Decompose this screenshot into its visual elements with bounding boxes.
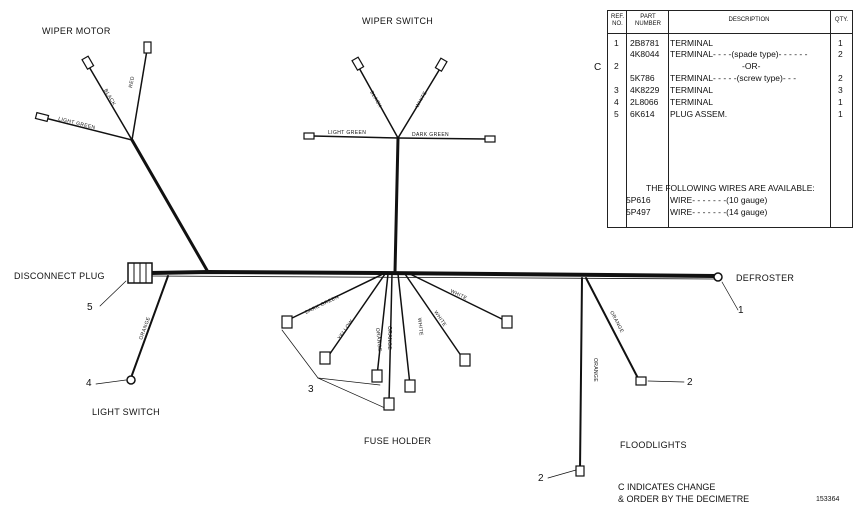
callout-2-bottom: 2: [538, 473, 544, 484]
figure-id: 153364: [816, 496, 840, 503]
label-floodlights: FLOODLIGHTS: [620, 440, 687, 450]
wire-label-black-switch: BLACK: [368, 90, 383, 109]
change-marker: C: [594, 62, 602, 73]
row7-qty: 1: [838, 109, 843, 119]
row4-qty: 2: [838, 73, 843, 83]
row4-desc: TERMINAL- - - - -(screw type)- - -: [670, 73, 797, 83]
wire-label-white-fuse1: WHITE: [416, 318, 424, 337]
callout-1: 1: [738, 305, 744, 316]
header-description: DESCRIPTION: [728, 17, 770, 23]
wiper-motor-branch: [130, 138, 210, 274]
row1-qty: 1: [838, 38, 843, 48]
row1-desc: TERMINAL: [670, 38, 713, 48]
row2-part: 4K8044: [630, 49, 660, 59]
wiper-switch-branch: [393, 136, 400, 274]
row6-qty: 1: [838, 97, 843, 107]
wire-label-black-motor: BLACK: [102, 88, 117, 107]
row4-part: 5K786: [630, 73, 655, 83]
label-defroster: DEFROSTER: [736, 273, 795, 283]
header-qty: QTY.: [834, 17, 849, 23]
row5-desc: TERMINAL: [670, 85, 713, 95]
wire-label-white-fuse3: WHITE: [449, 288, 468, 301]
wire-label-yellow: YELLOW: [337, 319, 355, 341]
label-light-switch: LIGHT SWITCH: [92, 407, 160, 417]
wire-label-orange-light: ORANGE: [138, 316, 152, 341]
row7-desc: PLUG ASSEM.: [670, 109, 728, 119]
wire-label-dark-green-fuse: DARK GREEN: [304, 294, 340, 316]
row2-desc: TERMINAL- - - -(spade type)- - - - - -: [670, 49, 808, 59]
label-disconnect-plug: DISCONNECT PLUG: [14, 271, 105, 281]
callout-3: 3: [308, 384, 314, 395]
header-ref-no: REF. NO.: [610, 14, 624, 27]
change-note-line2: & ORDER BY THE DECIMETRE: [618, 494, 750, 504]
row2-qty: 2: [838, 49, 843, 59]
floodlight-branch: [579, 277, 583, 471]
wire-label-orange-flood2: ORANGE: [608, 310, 625, 334]
label-wiper-motor: WIPER MOTOR: [42, 26, 111, 36]
row3-ref: 2: [614, 61, 619, 71]
row7-ref: 5: [614, 109, 619, 119]
wire-label-orange-fuse1: ORANGE: [374, 328, 383, 353]
main-trunk: [148, 269, 717, 278]
wire2-part: 5P497: [626, 207, 651, 217]
row1-ref: 1: [614, 38, 619, 48]
label-fuse-holder: FUSE HOLDER: [364, 436, 432, 446]
wire1-part: 5P616: [626, 195, 651, 205]
label-wiper-switch: WIPER SWITCH: [362, 16, 434, 26]
row5-ref: 3: [614, 85, 619, 95]
row5-qty: 3: [838, 85, 843, 95]
change-note-line1: C INDICATES CHANGE: [618, 482, 716, 492]
row6-ref: 4: [614, 97, 619, 107]
wire1-desc: WIRE- - - - - - -(10 gauge): [670, 195, 768, 205]
wire-label-light-green-switch: LIGHT GREEN: [328, 130, 366, 136]
light-switch-branch: [131, 275, 169, 376]
row6-part: 2L8066: [630, 97, 659, 107]
wire-label-light-green-motor: LIGHT GREEN: [58, 116, 97, 131]
wire-label-white-switch: WHITE: [415, 90, 429, 109]
row5-part: 4K8229: [630, 85, 660, 95]
parts-table: REF. NO. PART NUMBER DESCRIPTION QTY. C …: [594, 10, 853, 228]
wire-label-dark-green-switch: DARK GREEN: [412, 132, 449, 138]
row7-part: 6K614: [630, 109, 655, 119]
callout-4: 4: [86, 378, 92, 389]
wires-available-note: THE FOLLOWING WIRES ARE AVAILABLE:: [646, 183, 815, 193]
row1-part: 2B8781: [630, 38, 660, 48]
wire-label-orange-flood: ORANGE: [592, 358, 598, 382]
wire-label-orange-fuse2: ORANGE: [386, 326, 392, 350]
header-part-number: PART NUMBER: [634, 14, 661, 27]
callout-5: 5: [87, 302, 93, 313]
row6-desc: TERMINAL: [670, 97, 713, 107]
callout-2-flood: 2: [687, 377, 693, 388]
wire-label-red: RED: [128, 76, 136, 89]
row3-desc: -OR-: [742, 61, 761, 71]
wire2-desc: WIRE- - - - - - -(14 gauge): [670, 207, 768, 217]
